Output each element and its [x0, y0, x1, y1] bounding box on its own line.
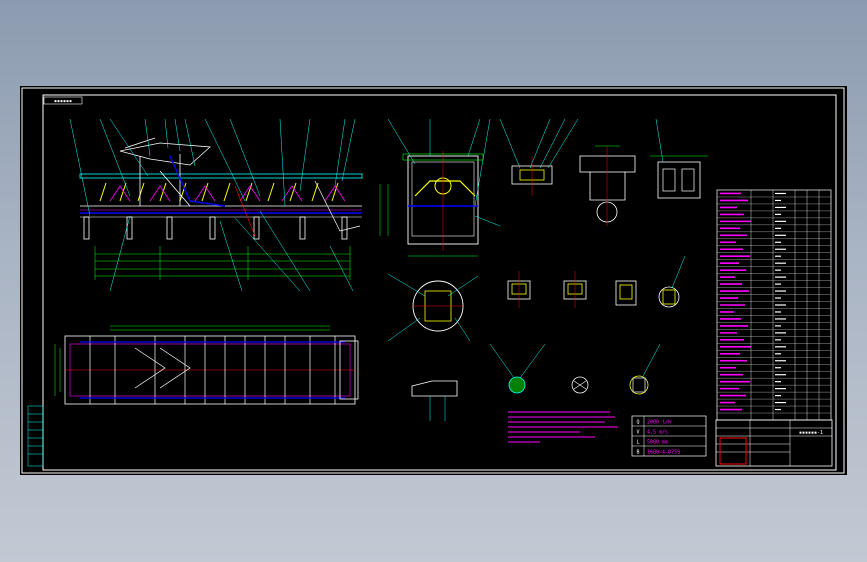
detail-roller-1: [489, 343, 546, 394]
detail-bearing-top: [499, 118, 579, 196]
detail-seat-2: [563, 271, 587, 308]
spec-label: B: [636, 450, 639, 456]
title-tag: ▪▪▪▪▪▪: [54, 99, 72, 105]
cad-drawing: ▪▪▪▪▪▪: [21, 87, 845, 474]
detail-roller-3: [629, 343, 661, 395]
spec-label: Q: [636, 420, 639, 426]
detail-chute: [411, 380, 458, 421]
detail-seat-1: [507, 271, 531, 308]
side-elevation-view: [69, 118, 363, 292]
spec-table: Q 2000 t/h V 4.5 m/s L 5000 mm B 1600-4-…: [631, 415, 707, 457]
technical-notes: [508, 411, 618, 443]
spec-label: L: [636, 440, 639, 446]
spec-label: V: [636, 430, 639, 436]
spec-value: 5000 mm: [647, 440, 668, 446]
detail-seat-3: [615, 280, 637, 306]
detail-roller-2: [571, 376, 589, 394]
detail-circle-section: [387, 273, 479, 342]
detail-bracket: [650, 118, 708, 199]
title-block: ▪▪▪▪▪▪-1: [715, 419, 833, 467]
plan-view: [54, 325, 359, 405]
parts-list: [716, 189, 832, 421]
title-tag-box: [43, 96, 83, 105]
spec-value: 2000 t/h: [647, 420, 671, 426]
drawing-code: ▪▪▪▪▪▪-1: [799, 430, 823, 436]
drawing-border: [42, 94, 837, 471]
detail-pulley: [579, 145, 636, 226]
spec-value: 1600-4-D759: [647, 450, 680, 456]
detail-seat-4: [658, 255, 686, 308]
revision-table: [27, 405, 44, 467]
outer-frame: [21, 87, 845, 474]
cad-viewport[interactable]: ▪▪▪▪▪▪: [20, 86, 847, 475]
spec-value: 4.5 m/s: [647, 430, 668, 436]
cross-section-view: [379, 118, 501, 257]
